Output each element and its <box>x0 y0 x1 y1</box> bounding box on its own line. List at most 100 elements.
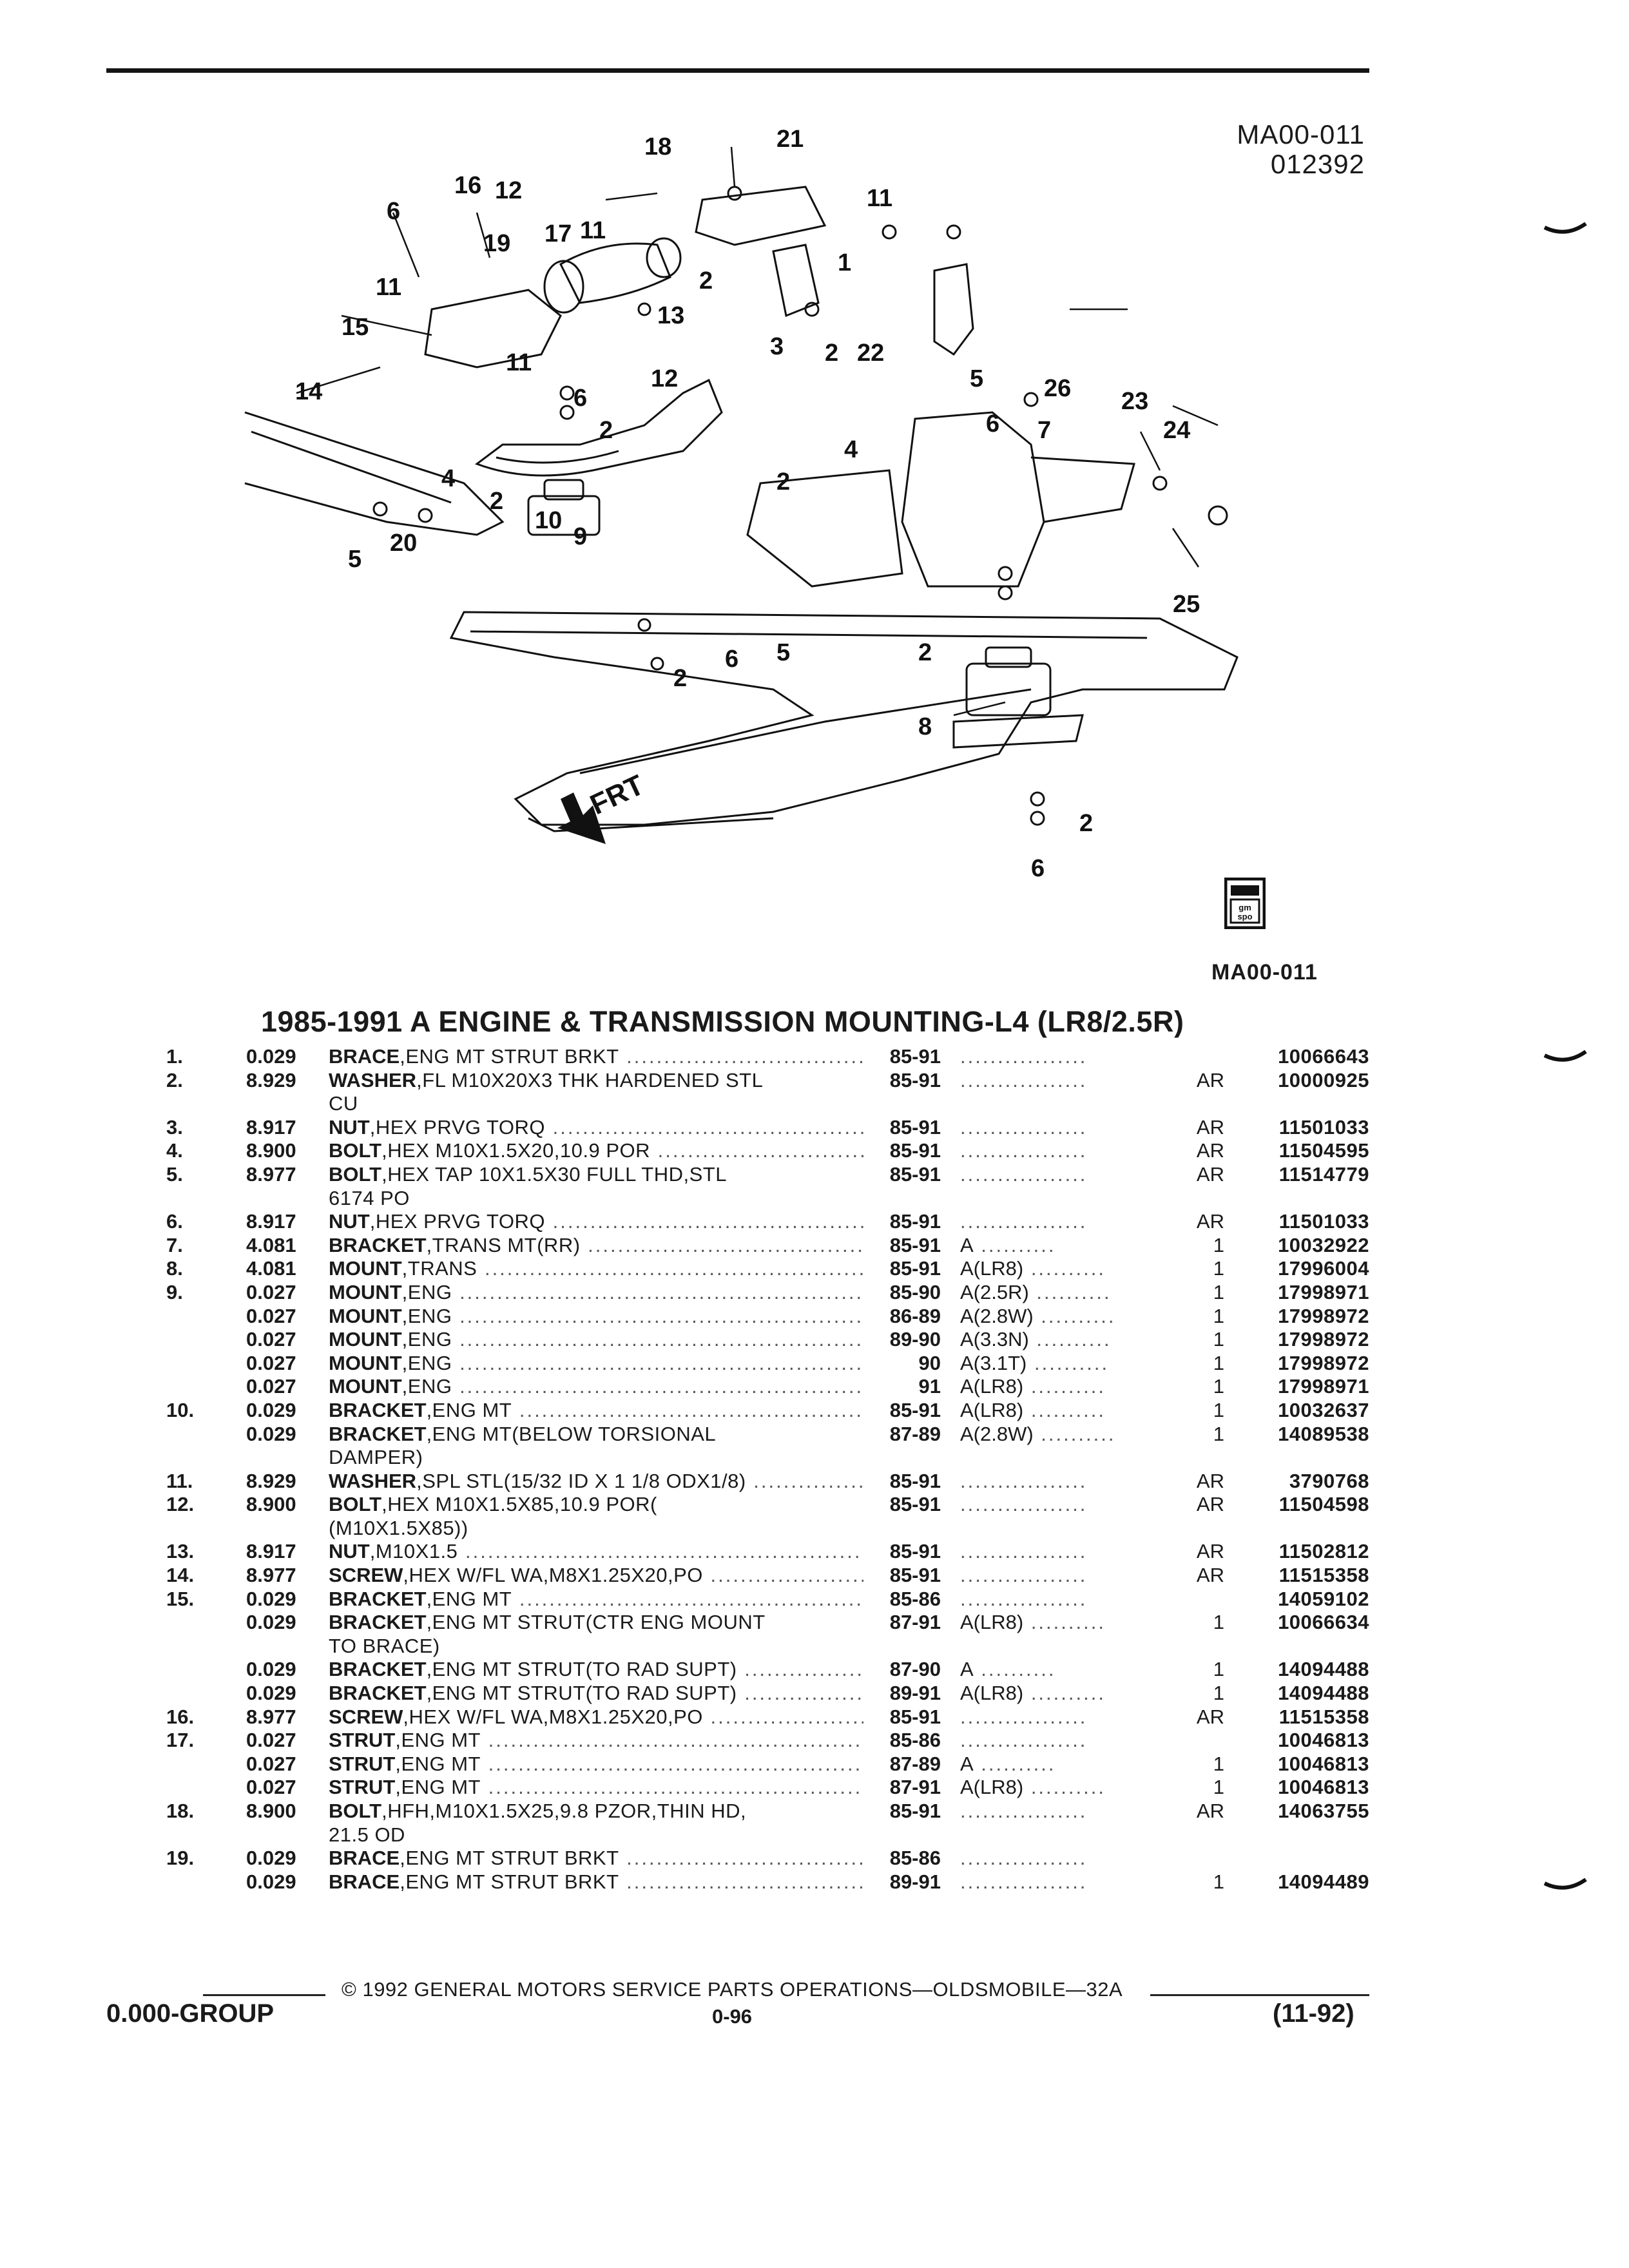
top-rule <box>106 68 1369 73</box>
callout-5: 5 <box>776 639 790 666</box>
group-code: 0.027 <box>246 1375 296 1398</box>
footer-page-number: 0-96 <box>712 2005 753 2028</box>
application: ................. <box>960 1800 1087 1823</box>
part-detail: ,ENG <box>401 1280 452 1303</box>
model-years: 85-91 <box>889 1045 941 1068</box>
application-code: A <box>960 1752 974 1775</box>
quantity: AR <box>1196 1115 1224 1139</box>
part-number: 14063755 <box>1278 1800 1369 1822</box>
application: ................. <box>960 1045 1087 1069</box>
part-number: 14059102 <box>1278 1587 1369 1610</box>
part-detail: ,HFH,M10X1.5X25,9.8 PZOR,THIN HD, <box>381 1800 747 1822</box>
leader-dots: ................. <box>960 1705 1088 1728</box>
leader-dots: ................. <box>960 1469 1088 1492</box>
leader-dots: ........................................… <box>626 1045 863 1068</box>
model-years: 87-89 <box>889 1752 941 1775</box>
group-code: 0.029 <box>246 1045 296 1068</box>
part-detail: ,ENG MT <box>395 1752 481 1775</box>
part-detail: ,ENG <box>401 1375 452 1398</box>
callout-15: 15 <box>342 314 369 341</box>
model-years: 89-91 <box>889 1682 941 1705</box>
model-years: 85-86 <box>889 1729 941 1752</box>
application: A(LR8) .......... <box>960 1776 1106 1800</box>
part-detail: ,HEX W/FL WA,M8X1.25X20,PO <box>403 1564 703 1587</box>
part-name: STRUT <box>329 1752 396 1775</box>
part-name: BOLT <box>329 1493 382 1516</box>
part-description: SCREW,HEX W/FL WA,M8X1.25X20,PO ........… <box>329 1564 863 1588</box>
part-description: STRUT,ENG MT ...........................… <box>329 1729 863 1753</box>
part-description: BRACE,ENG MT STRUT BRKT ................… <box>329 1045 863 1069</box>
part-detail: ,HEX TAP 10X1.5X30 FULL THD,STL <box>381 1162 727 1186</box>
part-detail: ,ENG MT STRUT(TO RAD SUPT) <box>426 1682 737 1705</box>
quantity: AR <box>1196 1564 1224 1587</box>
part-detail: ,ENG MT STRUT BRKT <box>400 1870 619 1893</box>
quantity: AR <box>1196 1469 1224 1492</box>
quantity: 1 <box>1213 1280 1224 1303</box>
model-years: 89-91 <box>889 1870 941 1893</box>
callout-4: 4 <box>844 436 858 463</box>
quantity: 1 <box>1213 1658 1224 1681</box>
part-name: WASHER <box>329 1068 417 1091</box>
part-description: STRUT,ENG MT ...........................… <box>329 1776 863 1800</box>
exploded-assembly-diagram: 18 21 16 12 6 11 17 11 19 1 11 2 13 3 2 … <box>244 126 1239 882</box>
reference-date: 012392 <box>1270 149 1365 179</box>
callout-2: 2 <box>599 417 613 444</box>
callout-8: 8 <box>918 713 932 740</box>
part-description: BRACKET,ENG MT STRUT(TO RAD SUPT) ......… <box>329 1658 863 1682</box>
quantity: 1 <box>1213 1682 1224 1705</box>
part-description: BRACKET,ENG MT .........................… <box>329 1399 863 1423</box>
application: A(LR8) .......... <box>960 1399 1106 1423</box>
leader-dots: ........................................… <box>488 1752 863 1775</box>
leader-dots: ........................................… <box>710 1705 863 1728</box>
leader-dots: ........................................… <box>452 1351 863 1374</box>
leader-dots: ................. <box>960 1564 1088 1587</box>
group-code: 0.029 <box>246 1611 296 1634</box>
quantity: 1 <box>1213 1752 1224 1775</box>
part-detail: ,ENG <box>401 1351 452 1374</box>
part-detail: ,ENG <box>401 1304 452 1327</box>
leader-dots: ........................................… <box>519 1587 863 1610</box>
part-description: SCREW,HEX W/FL WA,M8X1.25X20,PO ........… <box>329 1706 863 1729</box>
leader-dots: .......... <box>973 1658 1056 1681</box>
leader-dots: ........................................… <box>753 1469 863 1492</box>
quantity: 1 <box>1213 1304 1224 1327</box>
front-label: FRT <box>586 769 649 821</box>
part-name: MOUNT <box>329 1375 402 1398</box>
item-number: 15. <box>166 1587 195 1610</box>
model-years: 86-89 <box>889 1304 941 1327</box>
item-number: 16. <box>166 1705 195 1728</box>
item-number: 17. <box>166 1729 195 1752</box>
item-number: 8. <box>166 1257 183 1280</box>
item-number: 3. <box>166 1115 183 1139</box>
item-number: 1. <box>166 1045 183 1068</box>
part-detail: ,HEX W/FL WA,M8X1.25X20,PO <box>403 1705 703 1728</box>
callout-1: 1 <box>838 249 851 276</box>
margin-mark-top <box>1543 222 1587 234</box>
leader-dots: ................. <box>960 1068 1088 1091</box>
callout-3: 3 <box>770 333 784 360</box>
callout-14: 14 <box>295 378 322 405</box>
model-years: 85-91 <box>889 1139 941 1162</box>
part-number: 17998972 <box>1278 1304 1369 1327</box>
parts-list: 1. 0.029 BRACE,ENG MT STRUT BRKT .........… <box>0 1045 1629 1894</box>
quantity: 1 <box>1213 1257 1224 1280</box>
part-description: NUT,HEX PRVG TORQ ......................… <box>329 1210 863 1234</box>
part-number: 17996004 <box>1278 1257 1369 1280</box>
leader-dots: ................. <box>960 1045 1088 1068</box>
group-code: 4.081 <box>246 1233 296 1256</box>
group-code: 8.917 <box>246 1540 296 1563</box>
model-years: 85-91 <box>889 1800 941 1822</box>
leader-dots: ................. <box>960 1870 1088 1893</box>
leader-dots: ........................................… <box>657 1139 863 1162</box>
part-description-continued: TO BRACE) <box>329 1634 440 1657</box>
part-number: 10066634 <box>1278 1611 1369 1634</box>
part-name: BRACKET <box>329 1233 427 1256</box>
callout-13: 13 <box>657 302 684 329</box>
